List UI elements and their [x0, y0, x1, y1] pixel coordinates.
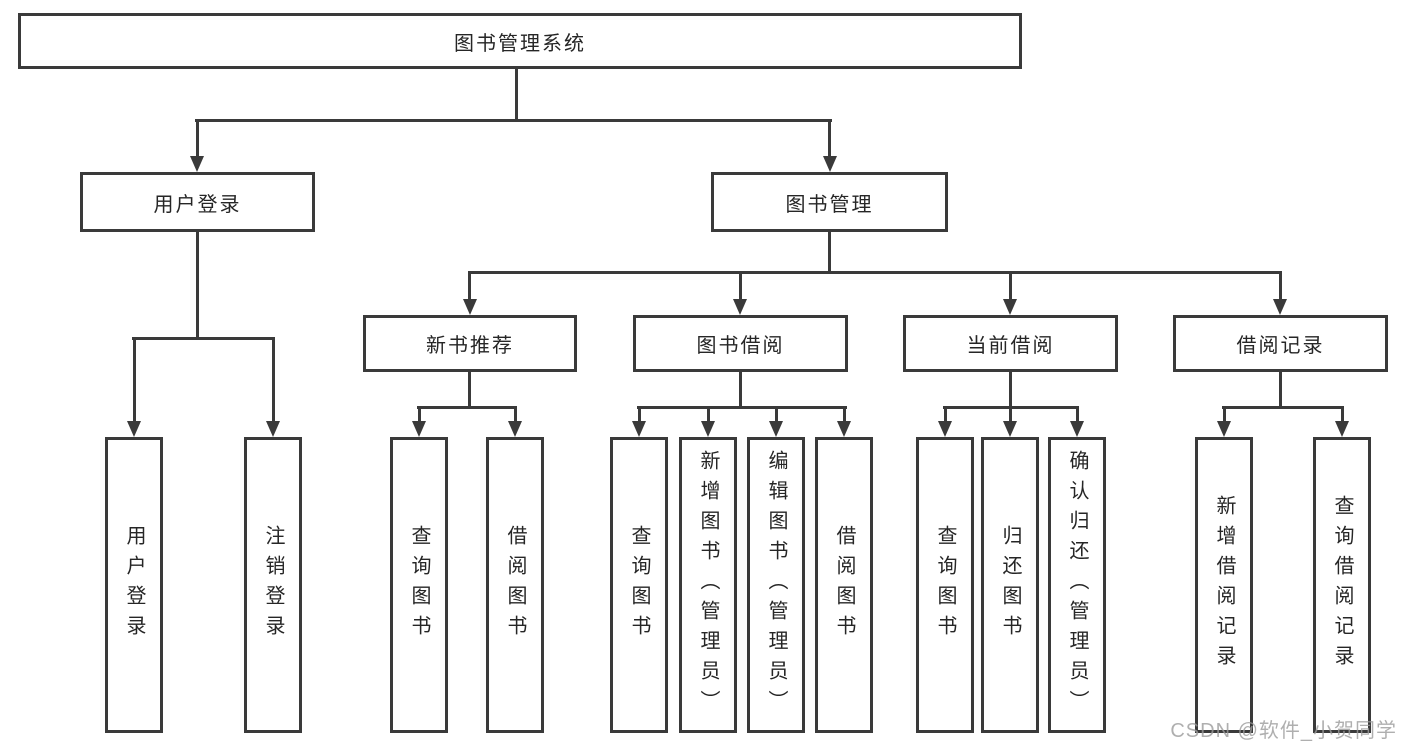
arrow-down-icon	[823, 156, 837, 172]
connector-recommend-sub-stem	[468, 372, 471, 409]
arrow-down-icon	[190, 156, 204, 172]
connector-current-stem	[1009, 271, 1012, 301]
leaf-query-books-current: 查询图书	[916, 437, 974, 733]
node-current-borrow: 当前借阅	[903, 315, 1118, 372]
connector-leaf-stem	[1009, 406, 1012, 423]
node-root: 图书管理系统	[18, 13, 1022, 69]
leaf-confirm-return-admin: 确认归还（管理员）	[1048, 437, 1106, 733]
connector-leaf-stem	[272, 337, 275, 423]
arrow-down-icon	[938, 421, 952, 437]
connector-current-sub-stem	[1009, 372, 1012, 409]
leaf-borrow-books-recommend: 借阅图书	[486, 437, 544, 733]
arrow-down-icon	[769, 421, 783, 437]
csdn-watermark: CSDN @软件_小贺同学	[1170, 720, 1397, 742]
leaf-edit-book-admin: 编辑图书（管理员）	[747, 437, 805, 733]
arrow-down-icon	[701, 421, 715, 437]
connector-recommend-stem	[468, 271, 471, 301]
node-borrow-records: 借阅记录	[1173, 315, 1388, 372]
arrow-down-icon	[837, 421, 851, 437]
arrow-down-icon	[266, 421, 280, 437]
arrow-down-icon	[632, 421, 646, 437]
leaf-add-book-admin: 新增图书（管理员）	[679, 437, 737, 733]
arrow-down-icon	[508, 421, 522, 437]
arrow-down-icon	[733, 299, 747, 315]
node-book-management: 图书管理	[711, 172, 948, 232]
connector-leaf-stem	[638, 406, 641, 423]
leaf-add-borrow-record: 新增借阅记录	[1195, 437, 1253, 733]
connector-recommend-rail	[417, 406, 517, 409]
connector-leaf-stem	[843, 406, 846, 423]
connector-leaf-stem	[1076, 406, 1079, 423]
arrow-down-icon	[1070, 421, 1084, 437]
connector-leaf-stem	[707, 406, 710, 423]
arrow-down-icon	[1217, 421, 1231, 437]
connector-borrow-sub-stem	[739, 372, 742, 409]
connector-leaf-stem	[514, 406, 517, 423]
arrow-down-icon	[1003, 299, 1017, 315]
arrow-down-icon	[1273, 299, 1287, 315]
connector-records-stem	[1279, 271, 1282, 301]
connector-login-sub-stem	[196, 232, 199, 340]
connector-leaf-stem	[133, 337, 136, 423]
connector-leaf-stem	[944, 406, 947, 423]
connector-level2-rail	[195, 119, 832, 122]
connector-records-rail	[1222, 406, 1344, 409]
connector-leaf-stem	[1223, 406, 1226, 423]
connector-leaf-stem	[418, 406, 421, 423]
leaf-query-borrow-record: 查询借阅记录	[1313, 437, 1371, 733]
arrow-down-icon	[127, 421, 141, 437]
connector-leaf-stem	[1341, 406, 1344, 423]
connector-root-stem	[515, 69, 518, 122]
connector-mgmt-sub-stem	[828, 232, 831, 274]
leaf-query-books-recommend: 查询图书	[390, 437, 448, 733]
connector-book-mgmt-stem	[828, 119, 831, 157]
connector-borrow-rail	[637, 406, 847, 409]
connector-borrow-stem	[739, 271, 742, 301]
node-new-book-recommend: 新书推荐	[363, 315, 577, 372]
leaf-borrow-books-borrow: 借阅图书	[815, 437, 873, 733]
connector-records-sub-stem	[1279, 372, 1282, 409]
leaf-return-book: 归还图书	[981, 437, 1039, 733]
arrow-down-icon	[463, 299, 477, 315]
leaf-logout-login: 注销登录	[244, 437, 302, 733]
node-book-borrow: 图书借阅	[633, 315, 848, 372]
arrow-down-icon	[412, 421, 426, 437]
arrow-down-icon	[1335, 421, 1349, 437]
connector-level3-rail	[468, 271, 1282, 274]
connector-leaf-stem	[775, 406, 778, 423]
connector-login-sub-rail	[132, 337, 274, 340]
connector-user-login-stem	[196, 119, 199, 157]
arrow-down-icon	[1003, 421, 1017, 437]
node-user-login: 用户登录	[80, 172, 315, 232]
leaf-user-login: 用户登录	[105, 437, 163, 733]
leaf-query-books-borrow: 查询图书	[610, 437, 668, 733]
